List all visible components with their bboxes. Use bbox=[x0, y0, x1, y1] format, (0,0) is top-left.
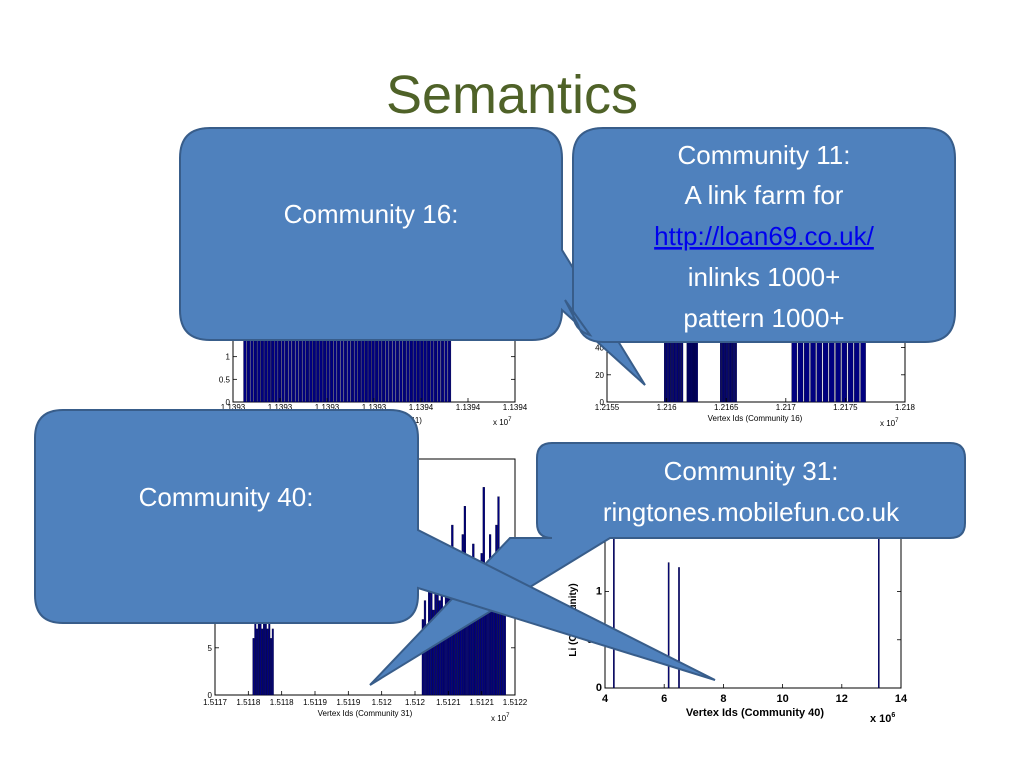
x-multiplier: x 106 bbox=[870, 712, 895, 725]
x-tick-label: 1.2155 bbox=[595, 403, 620, 412]
callout-shape bbox=[179, 127, 646, 386]
x-tick-label: 1.5121 bbox=[436, 698, 461, 707]
x-tick-label: 1.1393 bbox=[268, 403, 293, 412]
x-tick-label: 1.512 bbox=[405, 698, 426, 707]
y-tick-label: 5 bbox=[208, 644, 213, 653]
x-multiplier: x 107 bbox=[880, 418, 899, 428]
bar bbox=[261, 628, 264, 696]
x-multiplier: x 107 bbox=[491, 713, 510, 723]
x-axis-label: Vertex Ids (Community 16) bbox=[708, 414, 803, 423]
x-tick-label: 1.5122 bbox=[503, 698, 528, 707]
y-tick-label: 0.5 bbox=[219, 375, 231, 384]
y-tick-label: 0 bbox=[596, 682, 602, 694]
bar bbox=[270, 638, 272, 696]
x-tick-label: 1.2175 bbox=[833, 403, 858, 412]
x-tick-label: 1.5119 bbox=[336, 698, 360, 707]
x-tick-label: 1.5117 bbox=[203, 698, 227, 707]
x-axis-label: Vertex Ids (Community 40) bbox=[686, 707, 824, 719]
bar bbox=[489, 534, 492, 696]
y-tick-label: 0 bbox=[208, 691, 213, 700]
x-axis-label: Vertex Ids (Community 31) bbox=[318, 709, 413, 718]
callout-community-31: Community 31: ringtones.mobilefun.co.uk bbox=[369, 442, 966, 686]
callout-title: Community 11: bbox=[678, 140, 851, 170]
callout-line: A link farm for bbox=[685, 180, 844, 210]
callout-shape bbox=[564, 127, 956, 343]
callout-text: Community 16: bbox=[284, 199, 459, 229]
x-tick-label: 4 bbox=[602, 693, 609, 705]
chart-community-11: 0 0.5 1 1.1393 1.1393 1.1393 1.1393 1.1394 1.13… bbox=[219, 333, 528, 427]
bars-community-11 bbox=[243, 333, 452, 403]
bar bbox=[432, 609, 435, 696]
x-tick-label: 1.1393 bbox=[362, 403, 387, 412]
callout-community-16: Community 16: bbox=[179, 127, 646, 386]
bar bbox=[271, 628, 274, 696]
x-tick-label: 1.5119 bbox=[303, 698, 327, 707]
bar bbox=[438, 600, 441, 696]
slide-title: Semantics bbox=[385, 65, 639, 125]
x-tick-label: 14 bbox=[895, 693, 908, 705]
x-tick-label: 1.5121 bbox=[469, 698, 494, 707]
x-tick-label: 1.512 bbox=[372, 698, 393, 707]
y-tick-label: 0 bbox=[226, 398, 231, 407]
callout-title: Community 31: bbox=[664, 456, 839, 486]
bar bbox=[421, 619, 424, 696]
bars-community-40 bbox=[613, 523, 880, 689]
x-tick-label: 1.2165 bbox=[714, 403, 739, 412]
callout-text: Community 40: bbox=[139, 482, 314, 512]
callout-shape bbox=[369, 442, 966, 686]
x-tick-label: 1.216 bbox=[657, 403, 678, 412]
x-tick-label: 1.1394 bbox=[503, 403, 528, 412]
bar bbox=[678, 567, 680, 689]
callout-line: inlinks 1000+ bbox=[688, 262, 841, 292]
x-tick-label: 1.218 bbox=[895, 403, 916, 412]
x-multiplier: x 107 bbox=[493, 417, 512, 427]
callout-line: pattern 1000+ bbox=[683, 303, 844, 333]
bars-community-16 bbox=[664, 333, 866, 403]
y-tick-label: 0 bbox=[600, 398, 605, 407]
x-tick-label: 1.1393 bbox=[221, 403, 246, 412]
link-loan69[interactable]: http://loan69.co.uk/ bbox=[654, 221, 874, 251]
x-tick-label: 1.217 bbox=[776, 403, 797, 412]
x-tick-label: 8 bbox=[720, 693, 726, 705]
y-tick-label: 1 bbox=[596, 586, 602, 598]
y-tick-label: 20 bbox=[595, 371, 604, 380]
y-tick-label: 40 bbox=[595, 344, 604, 353]
x-axis-label: 11) bbox=[411, 416, 422, 425]
x-tick-label: 12 bbox=[836, 693, 848, 705]
callout-shape bbox=[34, 409, 716, 681]
x-tick-label: 10 bbox=[776, 693, 788, 705]
callout-community-11: Community 11: A link farm for http://loa… bbox=[564, 127, 956, 343]
x-tick-label: 1.1393 bbox=[315, 403, 340, 412]
x-tick-label: 1.5118 bbox=[270, 698, 294, 707]
bar bbox=[252, 638, 255, 696]
bar bbox=[667, 562, 670, 689]
x-tick-label: 1.1394 bbox=[456, 403, 481, 412]
x-tick-label: 1.1394 bbox=[409, 403, 434, 412]
callout-community-40: Community 40: bbox=[34, 409, 716, 681]
bar bbox=[266, 628, 269, 696]
callout-line: ringtones.mobilefun.co.uk bbox=[603, 497, 900, 527]
y-tick-label: 1 bbox=[226, 353, 231, 362]
x-tick-label: 6 bbox=[661, 693, 667, 705]
x-tick-label: 1.5118 bbox=[236, 698, 260, 707]
bar bbox=[256, 628, 258, 696]
